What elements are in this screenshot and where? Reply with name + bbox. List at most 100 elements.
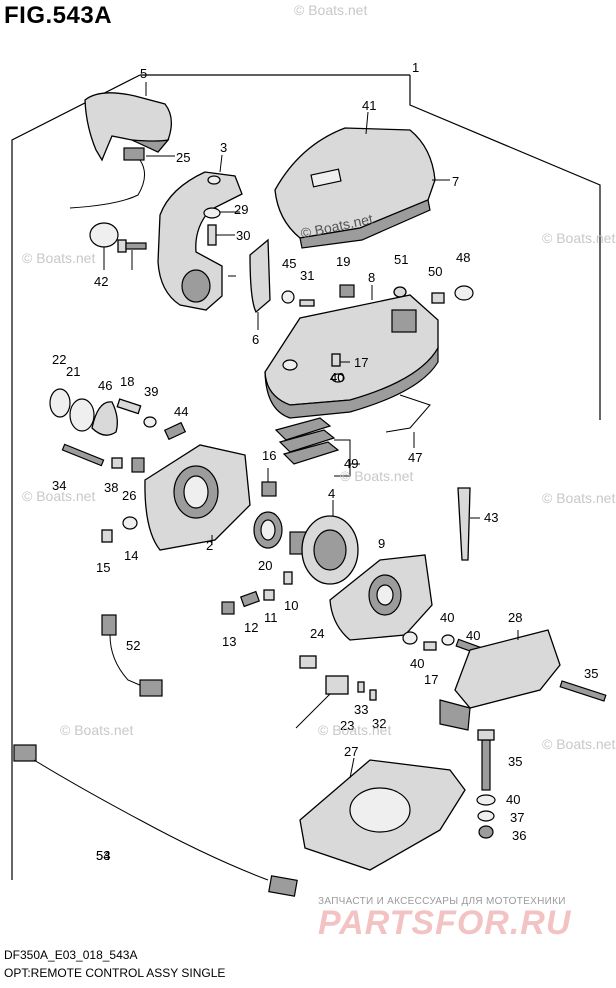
part-number-label: 49	[344, 456, 358, 471]
part-number-label: 6	[252, 332, 259, 347]
part-bracket-29	[439, 629, 561, 731]
part-bracket-48	[385, 394, 431, 448]
part-number-labels	[145, 82, 236, 277]
part-lever-24	[299, 655, 317, 669]
part-number-label: 31	[300, 268, 314, 283]
part-bolt-35b	[559, 680, 607, 702]
watermark-boats-5: © Boats.net	[340, 468, 414, 484]
watermark-boats-6: © Boats.net	[60, 722, 134, 738]
part-gasket-27	[299, 757, 466, 871]
part-ring-20	[253, 511, 283, 549]
watermark-boats-7: © Boats.net	[318, 722, 392, 738]
part-number-label: 14	[124, 548, 138, 563]
part-nut-38	[478, 825, 494, 839]
part-number-label: 17	[354, 355, 368, 370]
part-number-label: 50	[428, 264, 442, 279]
part-number-label: 40	[330, 370, 344, 385]
part-number-label: 38	[104, 480, 118, 495]
part-number-label: 40	[440, 610, 454, 625]
part-number-label: 21	[66, 364, 80, 379]
part-cover-7	[274, 111, 450, 249]
part-washer-37	[477, 810, 495, 822]
part-block-19	[339, 284, 355, 298]
part-number-label: 26	[122, 488, 136, 503]
part-number-label: 9	[378, 536, 385, 551]
part-number-label: 40	[410, 656, 424, 671]
part-number-label: 16	[262, 448, 276, 463]
part-pads-49	[274, 417, 360, 477]
part-number-label: 42	[94, 274, 108, 289]
part-number-label: 15	[96, 560, 110, 575]
shop-logo: PARTSFOR.RU	[318, 904, 572, 942]
part-number-label: 10	[284, 598, 298, 613]
part-number-label: 35	[508, 754, 522, 769]
part-number-label: 13	[222, 634, 236, 649]
watermark-boats-9: © Boats.net	[542, 490, 616, 506]
part-nut-13	[221, 601, 235, 615]
part-washer-40b	[143, 416, 157, 428]
part-number-label: 25	[176, 150, 190, 165]
part-screw-34	[357, 681, 365, 693]
part-block-11	[263, 589, 275, 601]
part-pin-10	[283, 571, 293, 585]
part-number-label: 44	[174, 404, 188, 419]
part-washer-43	[89, 222, 119, 270]
part-number-label: 27	[344, 744, 358, 759]
part-washer-40a	[331, 373, 345, 383]
part-number-label: 35	[584, 666, 598, 681]
part-number-label: 54	[96, 848, 110, 863]
part-clamp-50	[454, 285, 474, 301]
part-number-label: 37	[510, 810, 524, 825]
part-number-label: 24	[310, 626, 324, 641]
part-number-label: 18	[120, 374, 134, 389]
part-screw-17b	[423, 641, 437, 651]
part-number-label: 5	[140, 66, 147, 81]
watermark-boats-10: © Boats.net	[542, 736, 616, 752]
part-number-label: 12	[244, 620, 258, 635]
part-gear-4	[289, 500, 359, 585]
part-washer-30	[203, 207, 240, 219]
part-number-label: 32	[372, 716, 386, 731]
part-number-label: 30	[236, 228, 250, 243]
figure-code: DF350A_E03_018_543A	[4, 948, 138, 962]
part-number-label: 20	[258, 558, 272, 573]
part-number-label: 29	[234, 202, 248, 217]
part-washer-40e	[476, 794, 496, 806]
part-screw-28	[117, 239, 147, 270]
part-number-label: 41	[362, 98, 376, 113]
part-screw-51	[431, 292, 445, 304]
part-ring-22	[49, 388, 71, 418]
part-ring-21	[69, 398, 95, 432]
part-number-label: 2	[206, 538, 213, 553]
part-number-label: 48	[456, 250, 470, 265]
part-lever-arm-3	[157, 154, 243, 311]
part-block-26	[131, 457, 145, 473]
figure-description: OPT:REMOTE CONTROL ASSY SINGLE	[4, 966, 226, 980]
part-number-label: 7	[452, 174, 459, 189]
part-screw-31	[207, 224, 235, 246]
part-number-label: 23	[340, 718, 354, 733]
part-number-label: 40	[466, 628, 480, 643]
part-number-label: 39	[144, 384, 158, 399]
part-number-label: 53	[96, 848, 110, 863]
part-base-housing-8	[264, 285, 439, 419]
part-number-label: 4	[328, 486, 335, 501]
part-number-label: 40	[506, 792, 520, 807]
part-switch-23	[295, 675, 349, 729]
part-number-label: 19	[336, 254, 350, 269]
part-screw-33	[369, 689, 377, 701]
watermark-boats-4: © Boats.net	[22, 488, 96, 504]
part-cable-tie-44	[457, 487, 480, 561]
part-clip-6	[249, 238, 271, 330]
part-number-label: 28	[508, 610, 522, 625]
part-screw-18	[116, 398, 142, 415]
watermark-boats-8: © Boats.net	[542, 230, 616, 246]
part-washer-40d	[441, 634, 455, 646]
part-screw-32	[299, 299, 315, 307]
part-number-label: 33	[354, 702, 368, 717]
part-number-label: 47	[408, 450, 422, 465]
part-number-label: 1	[412, 60, 419, 75]
part-bolt-36	[477, 729, 495, 791]
part-number-label: 46	[98, 378, 112, 393]
part-number-label: 40	[330, 370, 344, 385]
